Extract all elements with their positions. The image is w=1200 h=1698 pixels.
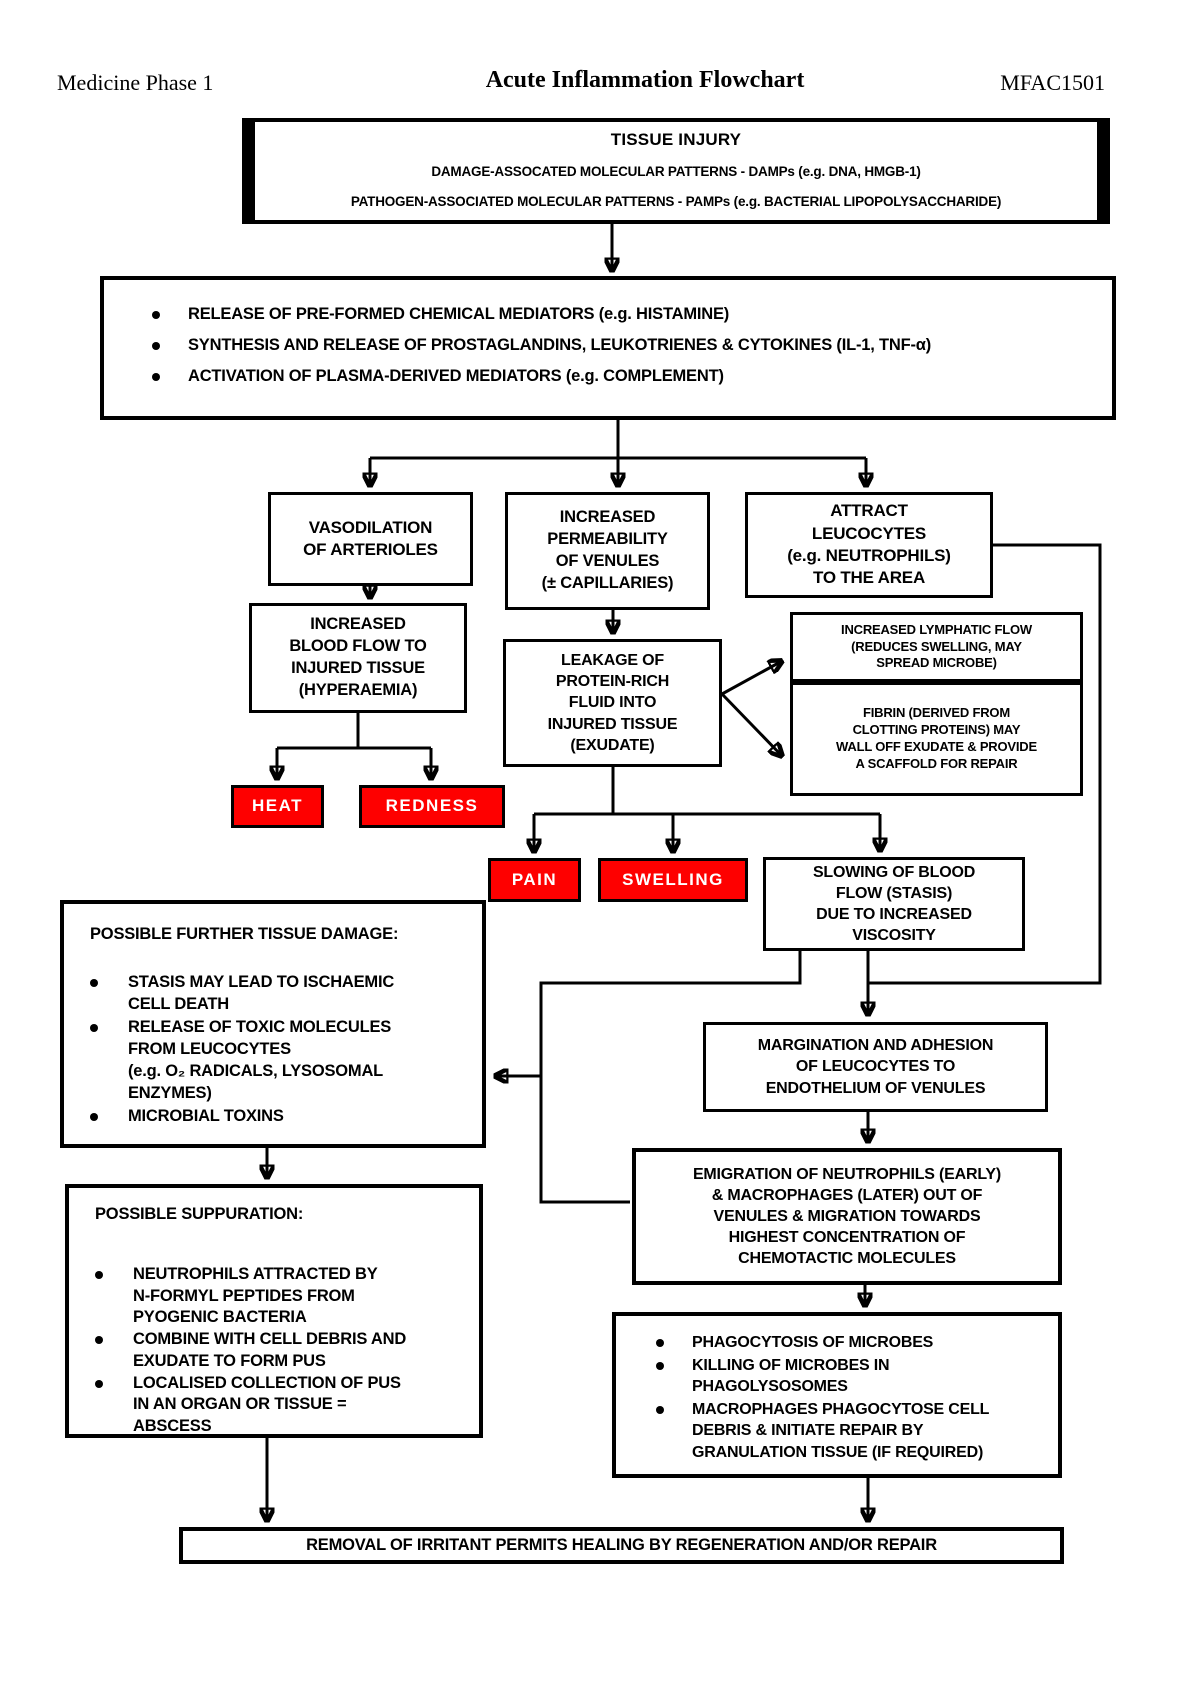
bullet-dot — [95, 1336, 103, 1345]
further-tissue-damage-title: POSSIBLE FURTHER TISSUE DAMAGE: — [90, 925, 399, 943]
redness-box: REDNESS — [359, 785, 505, 828]
heat-box: HEAT — [231, 785, 324, 828]
tissue-injury-title: TISSUE INJURY — [610, 130, 742, 149]
phagocytosis-bullet-1: PHAGOCYTOSIS OF MICROBES — [656, 1332, 1050, 1353]
page-title: Acute Inflammation Flowchart — [485, 67, 805, 93]
bullet-dot — [95, 1379, 103, 1388]
increased-blood-flow-box: INCREASED BLOOD FLOW TO INJURED TISSUE (… — [249, 603, 467, 713]
vasodilation-box: VASODILATION OF ARTERIOLES — [268, 492, 473, 586]
mediators-bullet-3: ACTIVATION OF PLASMA-DERIVED MEDIATORS (… — [152, 366, 1102, 388]
bullet-dot — [152, 372, 160, 381]
suppuration-bullet-1: NEUTROPHILS ATTRACTED BY N-FORMYL PEPTID… — [95, 1264, 471, 1329]
mediators-bullet-1: RELEASE OF PRE-FORMED CHEMICAL MEDIATORS… — [152, 304, 1102, 326]
suppuration-title: POSSIBLE SUPPURATION: — [95, 1205, 304, 1223]
bullet-dot — [90, 1113, 98, 1122]
attract-leucocytes-box: ATTRACT LEUCOCYTES (e.g. NEUTROPHILS) TO… — [745, 492, 993, 598]
bullet-dot — [152, 341, 160, 350]
bullet-dot — [95, 1270, 103, 1279]
removal-healing-box: REMOVAL OF IRRITANT PERMITS HEALING BY R… — [179, 1527, 1064, 1564]
lymphatic-flow-box: INCREASED LYMPHATIC FLOW (REDUCES SWELLI… — [790, 612, 1083, 682]
damage-bullet-2: RELEASE OF TOXIC MOLECULES FROM LEUCOCYT… — [90, 1017, 474, 1104]
suppuration-bullet-2: COMBINE WITH CELL DEBRIS AND EXUDATE TO … — [95, 1329, 471, 1373]
suppuration-bullet-3: LOCALISED COLLECTION OF PUS IN AN ORGAN … — [95, 1373, 471, 1438]
phagocytosis-box: PHAGOCYTOSIS OF MICROBES KILLING OF MICR… — [612, 1312, 1062, 1478]
damage-bullet-1: STASIS MAY LEAD TO ISCHAEMIC CELL DEATH — [90, 972, 474, 1016]
increased-permeability-box: INCREASED PERMEABILITY OF VENULES (± CAP… — [505, 492, 710, 610]
phagocytosis-bullet-3: MACROPHAGES PHAGOCYTOSE CELL DEBRIS & IN… — [656, 1399, 1050, 1462]
conn-hyperaemia-branch — [277, 713, 431, 750]
conn-mediators-branch — [370, 420, 866, 460]
bullet-dot — [656, 1362, 664, 1371]
conn-leakage-to-fibrin — [720, 692, 782, 756]
phagocytosis-bullet-2: KILLING OF MICROBES IN PHAGOLYSOSOMES — [656, 1355, 1050, 1397]
header-course-code: MFAC1501 — [1000, 70, 1105, 95]
bullet-dot — [90, 1024, 98, 1033]
damage-bullet-3: MICROBIAL TOXINS — [90, 1106, 474, 1128]
margination-box: MARGINATION AND ADHESION OF LEUCOCYTES T… — [703, 1022, 1048, 1112]
pain-box: PAIN — [488, 858, 581, 902]
stasis-box: SLOWING OF BLOOD FLOW (STASIS) DUE TO IN… — [763, 857, 1025, 951]
tissue-injury-pamps-line: PATHOGEN-ASSOCIATED MOLECULAR PATTERNS -… — [350, 194, 1002, 210]
tissue-injury-damps-line: DAMAGE-ASSOCATED MOLECULAR PATTERNS - DA… — [431, 164, 921, 180]
bullet-dot — [656, 1406, 664, 1415]
suppuration-box: POSSIBLE SUPPURATION: NEUTROPHILS ATTRAC… — [65, 1184, 483, 1438]
conn-leakage-to-lymphatic — [721, 661, 782, 696]
tissue-injury-box: TISSUE INJURY DAMAGE-ASSOCATED MOLECULAR… — [242, 118, 1110, 224]
leakage-exudate-box: LEAKAGE OF PROTEIN-RICH FLUID INTO INJUR… — [503, 639, 722, 767]
swelling-box: SWELLING — [598, 858, 748, 902]
mediators-bullet-2: SYNTHESIS AND RELEASE OF PROSTAGLANDINS,… — [152, 335, 1102, 357]
bullet-dot — [656, 1339, 664, 1347]
header-course-label: Medicine Phase 1 — [57, 70, 214, 95]
bullet-dot — [90, 978, 98, 987]
further-tissue-damage-box: POSSIBLE FURTHER TISSUE DAMAGE: STASIS M… — [60, 900, 486, 1148]
mediators-box: RELEASE OF PRE-FORMED CHEMICAL MEDIATORS… — [100, 276, 1116, 420]
bullet-dot — [152, 311, 160, 319]
emigration-box: EMIGRATION OF NEUTROPHILS (EARLY) & MACR… — [632, 1148, 1062, 1285]
fibrin-box: FIBRIN (DERIVED FROM CLOTTING PROTEINS) … — [790, 682, 1083, 796]
